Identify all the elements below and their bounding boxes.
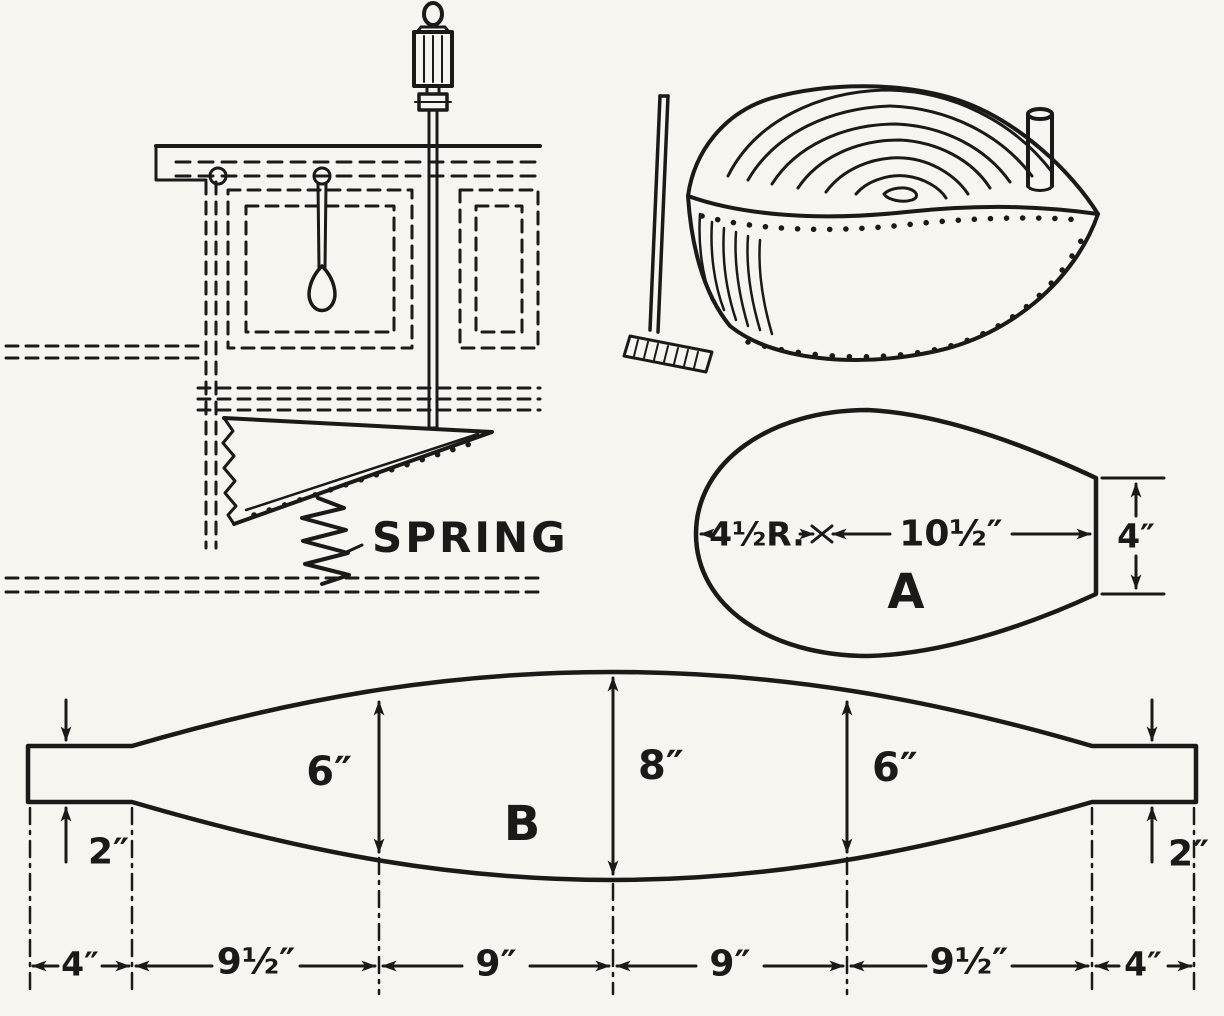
station-dim-3: 9″	[475, 944, 516, 985]
station-dim-6: 4″	[1124, 945, 1162, 984]
wood-grain-lines	[726, 88, 1054, 203]
end-dim-label-right: 2″	[1168, 834, 1209, 875]
board-end-cap	[154, 144, 208, 182]
spring-label: SPRING	[372, 513, 569, 562]
wedge-platform	[221, 416, 494, 526]
part-b-station-dims: 4″ 9½″ 9″ 9″ 9½″ 4″	[31, 942, 1193, 985]
wedge-broken-edge	[221, 416, 238, 526]
eye-screw-right	[312, 166, 332, 186]
part-b-extension-lines	[28, 806, 1196, 996]
support-rod	[427, 108, 439, 430]
panel-left-outer	[226, 188, 414, 350]
station-dim-5: 9½″	[930, 942, 1008, 983]
height-dim-label-center: 8″	[638, 743, 684, 789]
part-b-height-dims: 6″ 8″ 6″	[306, 676, 918, 876]
part-b-end-dims: 2″ 2″	[60, 698, 1209, 875]
radius-center-mark	[810, 524, 834, 544]
panel-right-inner	[474, 204, 524, 334]
radius-dim-label: 4½R.	[709, 515, 805, 554]
spring-coil	[300, 496, 351, 586]
side-band-hatching	[698, 212, 774, 336]
spring-leader-line	[336, 543, 364, 558]
station-dim-1: 4″	[61, 945, 99, 984]
panel-right-outer	[458, 188, 540, 350]
height-dim-label-right: 6″	[872, 745, 918, 791]
wall-panels-hidden-lines	[4, 180, 542, 594]
part-b-label: B	[504, 796, 541, 852]
swivel-hanger	[412, 1, 454, 112]
part-a-label: A	[887, 564, 924, 620]
wood-platform-perspective	[622, 84, 1100, 374]
eye-screws-and-loop	[208, 166, 337, 313]
stick-base-wedge	[622, 334, 714, 374]
leaning-stick	[648, 94, 670, 334]
swivel-shading	[423, 35, 443, 83]
tack-dots-upper	[699, 213, 1083, 233]
spring-assembly: SPRING	[300, 496, 569, 586]
station-dim-4: 9″	[709, 944, 750, 985]
height-dim-label-left: 6″	[306, 749, 352, 795]
teardrop-loop	[307, 264, 337, 313]
swivel-ring	[422, 1, 444, 27]
station-dim-2: 9½″	[217, 942, 295, 983]
eye-screw-left	[208, 166, 228, 186]
part-b-outline	[25, 669, 1199, 883]
part-a-outline	[693, 407, 1099, 659]
part-a-end-width-dim: 4″	[1100, 476, 1166, 596]
rebound-peg	[1026, 107, 1054, 192]
length-dim-label: 10½″	[899, 514, 1002, 555]
part-b-profile-view: 6″ 8″ 6″ 2″ 2″ B 4″	[25, 669, 1209, 996]
ceiling-board	[154, 144, 542, 182]
panel-left-inner	[244, 204, 396, 334]
hanging-cord	[316, 182, 328, 270]
wedge-inner-edge	[244, 432, 480, 512]
end-width-extension-lines	[1100, 476, 1166, 596]
end-width-dim-label: 4″	[1117, 517, 1155, 556]
end-dim-label-left: 2″	[88, 832, 129, 873]
tack-dots-lower	[745, 223, 1091, 360]
hanging-mount-side-view: SPRING	[4, 1, 569, 594]
part-a-plan-view: 4½R. 10½″ A 4″	[693, 407, 1166, 659]
wedge-outline	[222, 416, 494, 526]
